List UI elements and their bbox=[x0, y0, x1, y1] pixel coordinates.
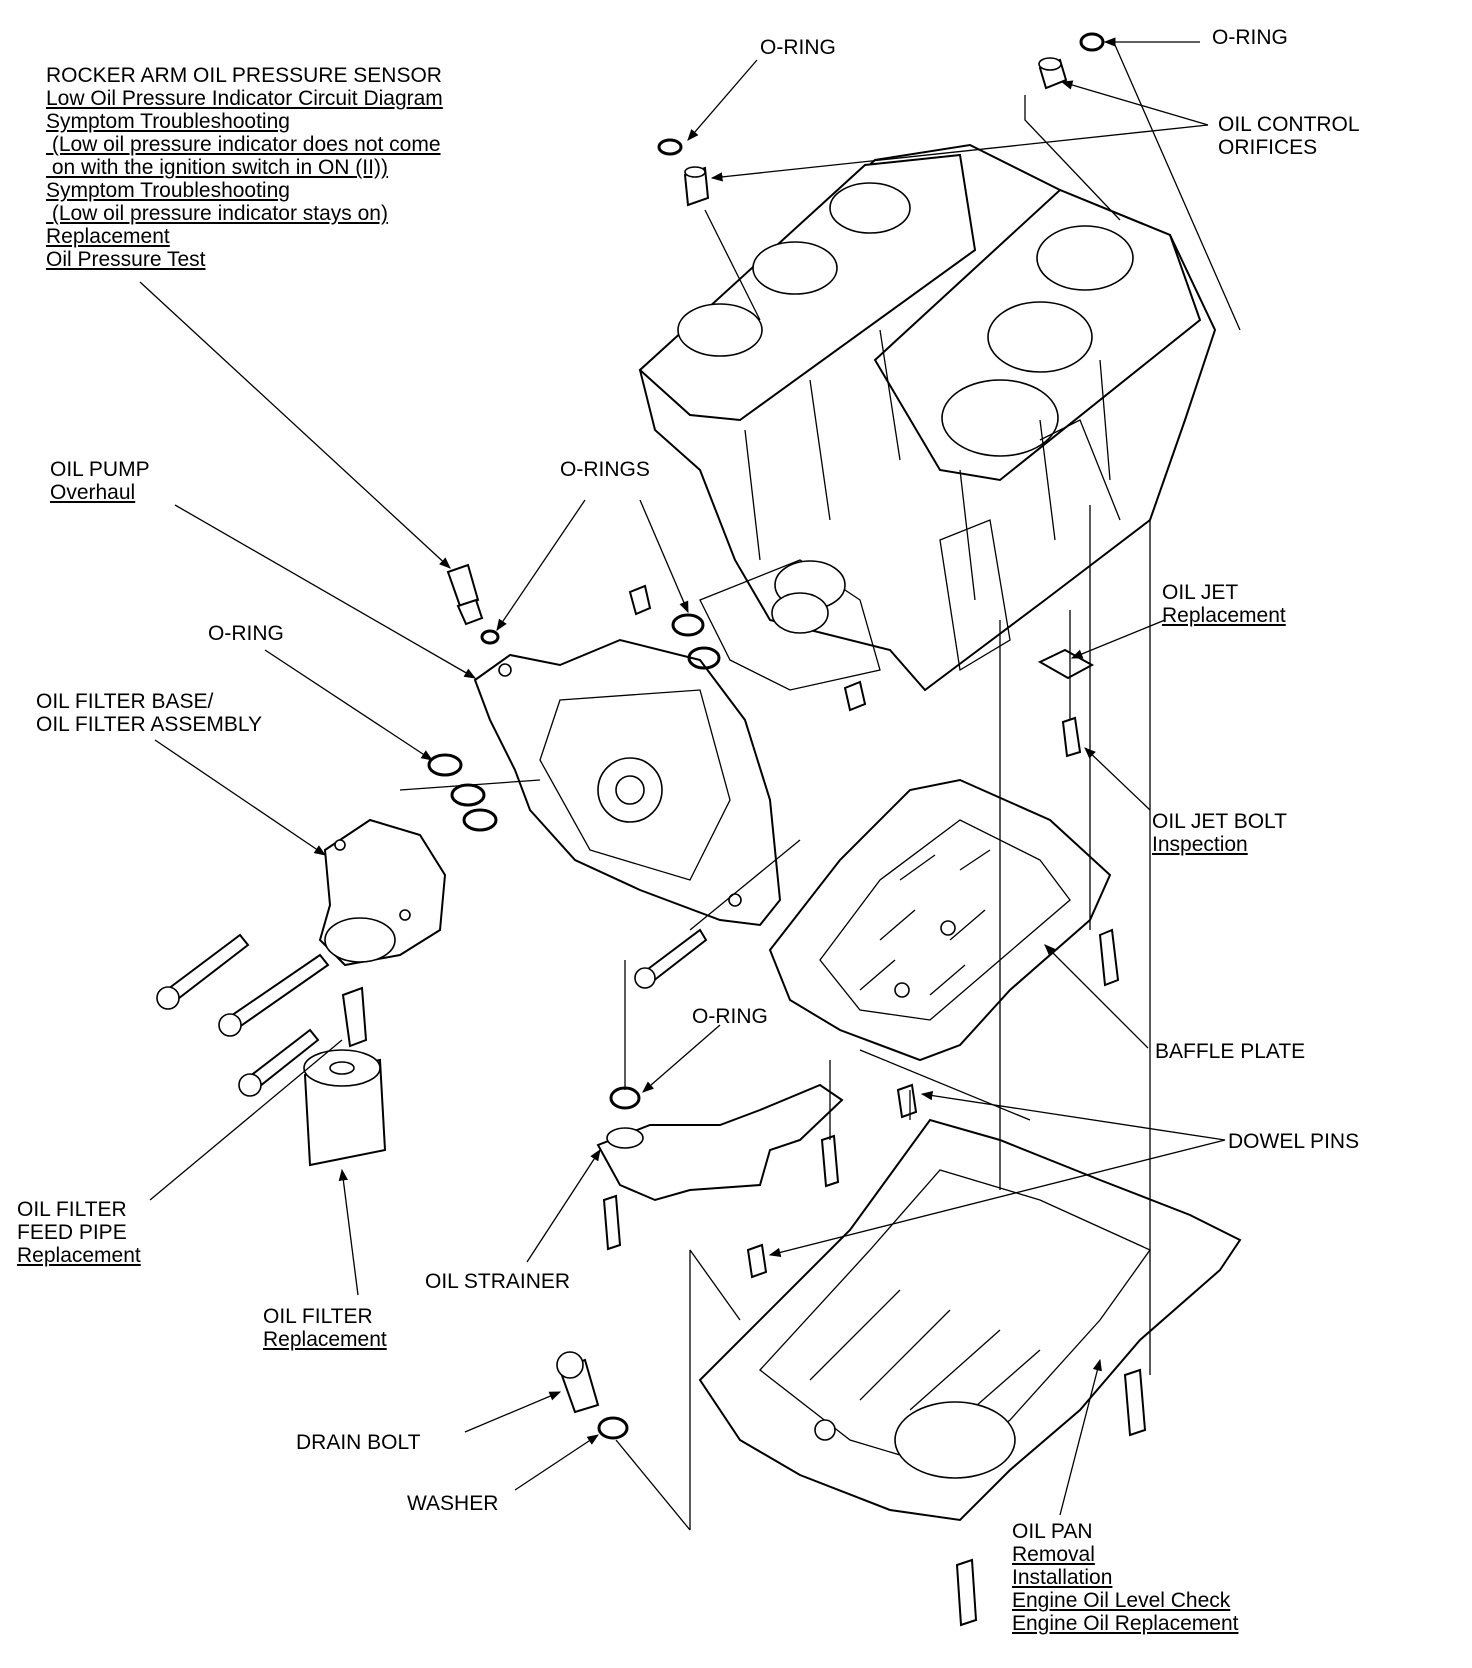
link-oil-jet-replacement[interactable]: Replacement bbox=[1162, 604, 1286, 627]
oil-pan-bolt-bottom bbox=[955, 1558, 978, 1627]
link-symptom-troubleshooting-1[interactable]: Symptom Troubleshooting bbox=[46, 110, 290, 133]
link-feed-pipe-replacement[interactable]: Replacement bbox=[17, 1244, 141, 1267]
link-engine-oil-replacement[interactable]: Engine Oil Replacement bbox=[1012, 1612, 1239, 1635]
label-washer: WASHER bbox=[407, 1492, 499, 1515]
strainer-bolt-right bbox=[820, 1134, 840, 1188]
o-rings-pair bbox=[671, 613, 721, 670]
link-symptom-troubleshooting-1-detail-b[interactable]: on with the ignition switch in ON (II)) bbox=[46, 156, 388, 179]
link-oil-pump-overhaul[interactable]: Overhaul bbox=[50, 481, 136, 504]
dowel-pin-upper bbox=[896, 1083, 918, 1119]
o-ring-top-right bbox=[1079, 32, 1105, 52]
o-ring-top bbox=[657, 138, 683, 156]
link-oil-filter-replacement[interactable]: Replacement bbox=[263, 1328, 387, 1351]
washer bbox=[597, 1416, 629, 1440]
label-rocker-arm-oil-pressure-sensor: ROCKER ARM OIL PRESSURE SENSOR Low Oil P… bbox=[46, 64, 443, 271]
oil-filter-feed-pipe bbox=[341, 986, 368, 1048]
oil-filter bbox=[303, 1049, 387, 1167]
label-oil-filter-feed-pipe: OIL FILTER FEED PIPE Replacement bbox=[17, 1198, 141, 1267]
label-o-ring-strainer: O-RING bbox=[692, 1005, 768, 1028]
o-rings-filter-base bbox=[427, 753, 498, 832]
label-oil-jet-bolt: OIL JET BOLT Inspection bbox=[1152, 810, 1287, 856]
link-oil-jet-bolt-inspection[interactable]: Inspection bbox=[1152, 833, 1248, 856]
oil-pan-bolt-right bbox=[1123, 1368, 1147, 1437]
oil-jet-bolt bbox=[1061, 716, 1082, 758]
leader-lines bbox=[139, 37, 1241, 1531]
baffle-plate bbox=[768, 778, 1112, 1062]
label-oil-pan: OIL PAN Removal Installation Engine Oil … bbox=[1012, 1520, 1239, 1635]
strainer-bolt-left bbox=[602, 1194, 622, 1251]
rocker-arm-oil-pressure-sensor bbox=[446, 563, 484, 626]
link-sensor-replacement[interactable]: Replacement bbox=[46, 225, 170, 248]
o-ring-strainer bbox=[609, 1086, 641, 1110]
oil-jet bbox=[1037, 648, 1095, 680]
pump-bolt-head bbox=[634, 967, 656, 989]
oil-pan bbox=[698, 1118, 1242, 1522]
link-low-oil-pressure-circuit-diagram[interactable]: Low Oil Pressure Indicator Circuit Diagr… bbox=[46, 87, 443, 110]
link-oil-pan-removal[interactable]: Removal bbox=[1012, 1543, 1095, 1566]
dowel-pin-pump-lower bbox=[843, 680, 867, 712]
label-oil-strainer: OIL STRAINER bbox=[425, 1270, 571, 1293]
oil-filter-base bbox=[318, 818, 447, 967]
label-o-ring-left: O-RING bbox=[208, 622, 284, 645]
label-oil-filter-base: OIL FILTER BASE/ OIL FILTER ASSEMBLY bbox=[36, 690, 263, 736]
link-oil-pan-installation[interactable]: Installation bbox=[1012, 1566, 1113, 1589]
label-drain-bolt: DRAIN BOLT bbox=[296, 1431, 421, 1454]
label-baffle-plate: BAFFLE PLATE bbox=[1155, 1040, 1306, 1063]
link-symptom-troubleshooting-2[interactable]: Symptom Troubleshooting bbox=[46, 179, 290, 202]
link-oil-pressure-test[interactable]: Oil Pressure Test bbox=[46, 248, 206, 271]
label-oil-jet: OIL JET Replacement bbox=[1162, 581, 1286, 627]
o-ring-sensor bbox=[480, 629, 500, 645]
oil-pump bbox=[473, 638, 782, 927]
label-o-ring-top-right: O-RING bbox=[1212, 26, 1288, 49]
oil-control-orifice-left bbox=[683, 166, 710, 207]
label-o-ring-top: O-RING bbox=[760, 36, 836, 59]
oil-control-orifice-right bbox=[1038, 57, 1068, 90]
label-dowel-pins: DOWEL PINS bbox=[1228, 1130, 1360, 1153]
drain-bolt bbox=[556, 1351, 600, 1414]
baffle-bolt bbox=[1098, 928, 1120, 987]
link-symptom-troubleshooting-1-detail-a[interactable]: (Low oil pressure indicator does not com… bbox=[46, 133, 441, 156]
label-oil-control-orifices: OIL CONTROL ORIFICES bbox=[1218, 113, 1360, 159]
flange-bolts-filter-base bbox=[156, 933, 330, 1097]
oil-strainer bbox=[596, 1083, 844, 1202]
label-oil-filter: OIL FILTER Replacement bbox=[263, 1305, 387, 1351]
link-engine-oil-level-check[interactable]: Engine Oil Level Check bbox=[1012, 1589, 1231, 1612]
engine-block bbox=[638, 143, 1217, 692]
label-oil-pump: OIL PUMP Overhaul bbox=[50, 458, 150, 504]
link-symptom-troubleshooting-2-detail[interactable]: (Low oil pressure indicator stays on) bbox=[46, 202, 388, 225]
dowel-pin-pump-upper bbox=[628, 584, 652, 616]
label-o-rings: O-RINGS bbox=[560, 458, 650, 481]
dowel-pin-lower bbox=[746, 1243, 768, 1279]
